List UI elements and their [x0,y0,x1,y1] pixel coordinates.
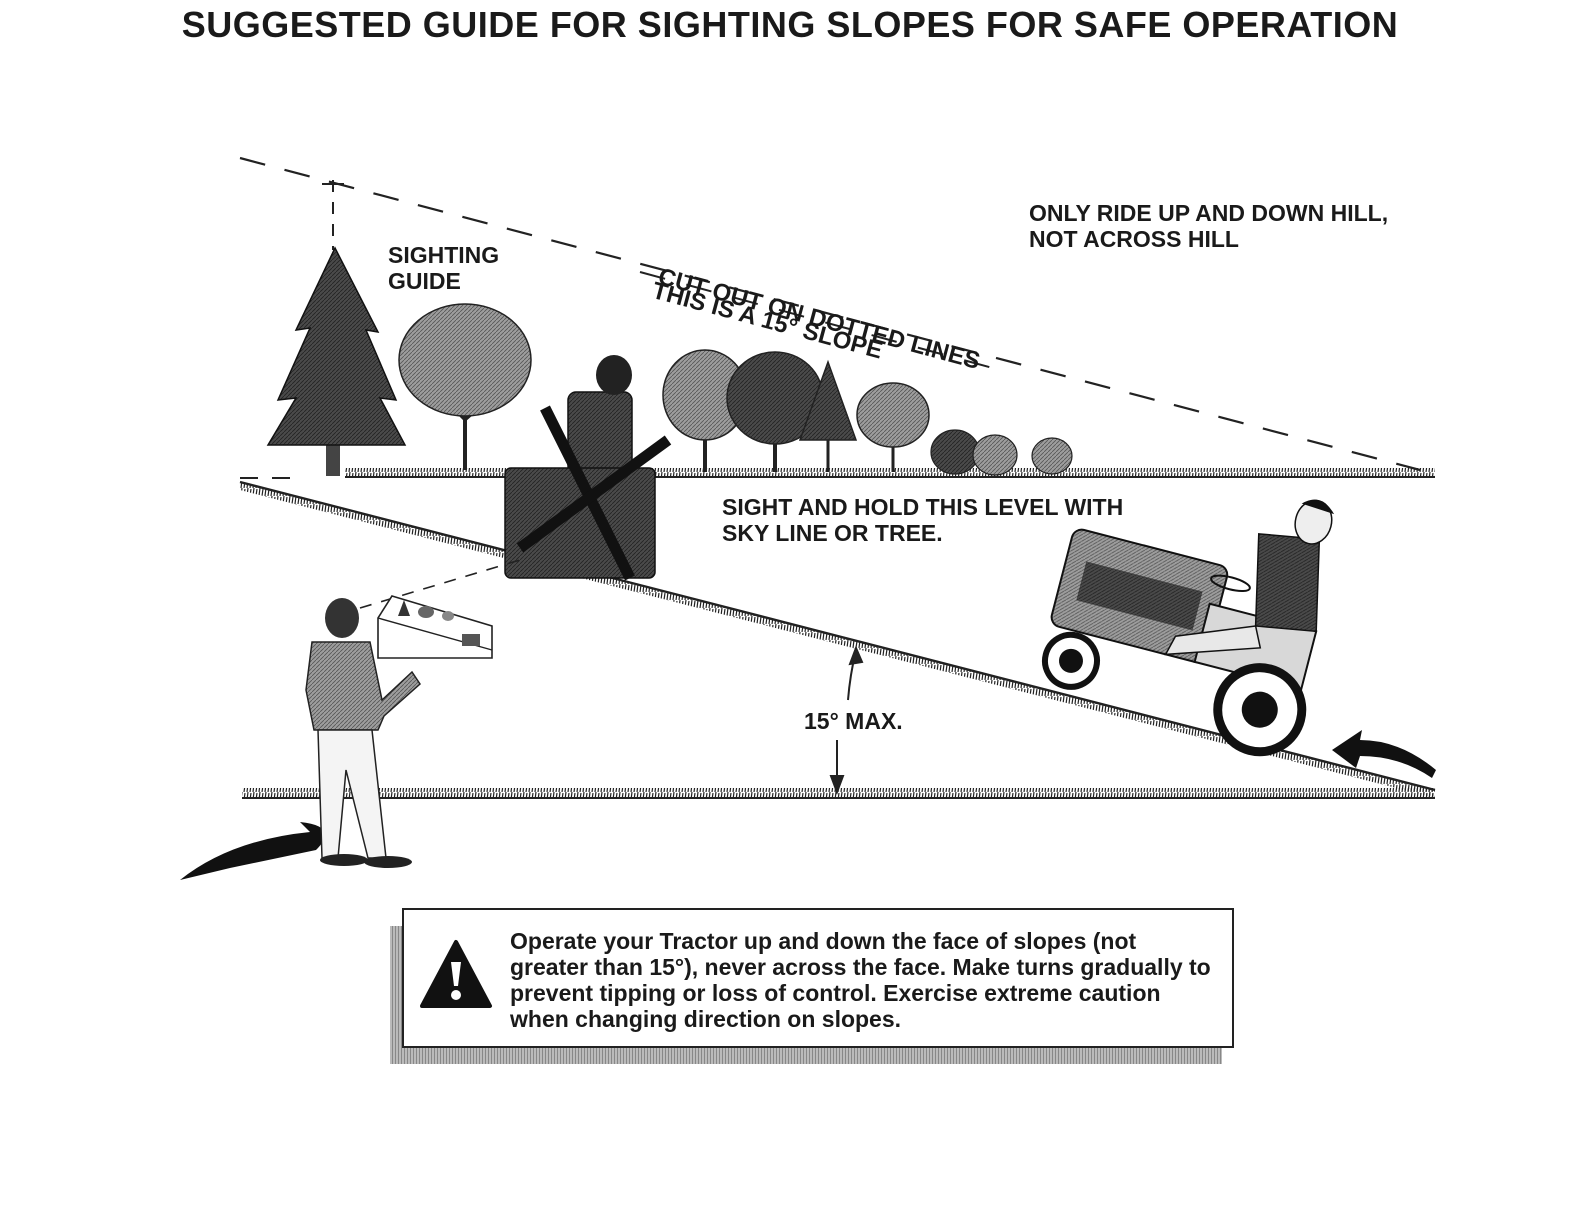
pine-tree-icon [266,246,407,476]
tractor-across-crossed-icon [504,355,672,581]
sight-hold-label: SIGHT AND HOLD THIS LEVEL WITH SKY LINE … [722,494,1124,546]
sighting-guide-label: SIGHTING GUIDE [388,242,500,294]
warning-box: Operate your Tractor up and down the fac… [402,908,1234,1048]
page-title: SUGGESTED GUIDE FOR SIGHTING SLOPES FOR … [181,4,1399,45]
sighting-dashed-line [239,156,1421,472]
ground-line [242,788,1435,799]
horizon-line [240,468,1435,479]
person-sighting-icon [180,598,421,880]
trees-background [398,303,1073,476]
warning-text: Operate your Tractor up and down the fac… [510,928,1211,1032]
tractor-uphill-icon [1041,499,1335,757]
sighting-card-icon [359,559,521,659]
angle-arrows [829,645,864,795]
warning-triangle-icon [420,940,492,1008]
uphill-arrow-icon [1332,730,1436,778]
max-angle-label: 15° MAX. [804,708,903,734]
ride-direction-label: ONLY RIDE UP AND DOWN HILL, NOT ACROSS H… [1029,200,1389,252]
